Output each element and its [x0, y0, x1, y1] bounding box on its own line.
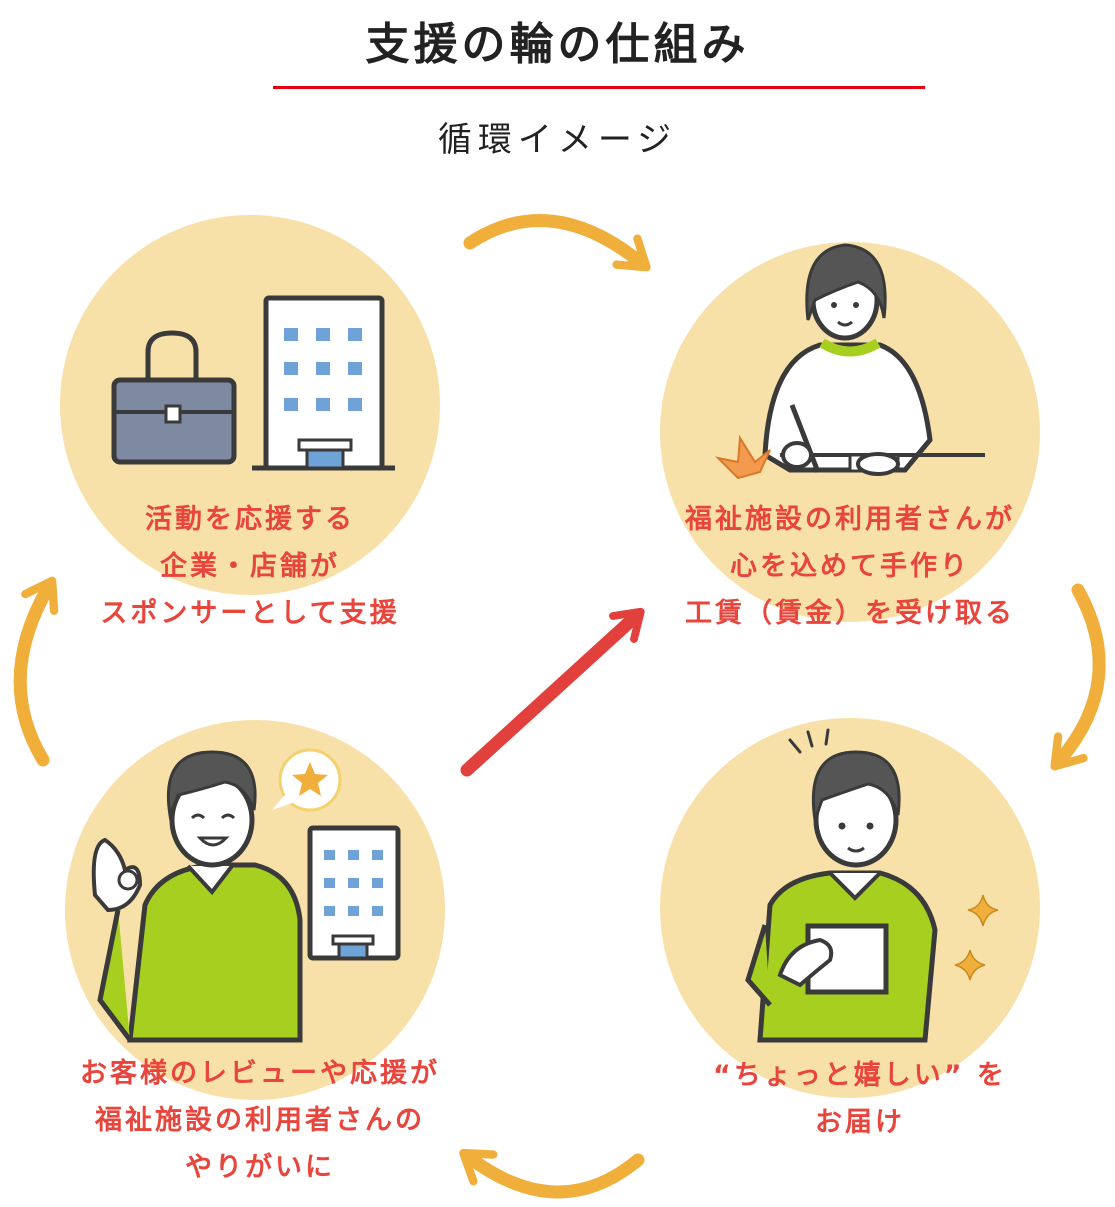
- man-ok-sign-icon: [91, 750, 303, 1043]
- page-subtitle: 循環イメージ: [437, 120, 678, 160]
- office-building-icon: [252, 295, 395, 471]
- star-speech-bubble-icon: [272, 748, 342, 812]
- page-title: 支援の輪の仕組み: [365, 19, 750, 70]
- caption-line: 心を込めて手作り: [730, 551, 970, 582]
- caption-customer: “ちょっと嬉しい” を お届け: [680, 1052, 1040, 1146]
- caption-sponsor: 活動を応援する 企業・店舗が スポンサーとして支援: [60, 496, 440, 637]
- caption-line: 活動を応援する: [145, 504, 355, 535]
- briefcase-icon: [111, 330, 237, 465]
- arrow-top: [463, 214, 651, 272]
- arrow-right: [1050, 583, 1106, 771]
- arrow-bottom: [459, 1148, 645, 1199]
- caption-line: 福祉施設の利用者さんの: [95, 1105, 425, 1136]
- caption-line: “ちょっと嬉しい” を: [713, 1060, 1007, 1091]
- man-holding-card-icon: [745, 728, 938, 1043]
- caption-line: 福祉施設の利用者さんが: [685, 504, 1015, 535]
- caption-line: 企業・店舗が: [160, 551, 340, 582]
- title-underline: [273, 86, 925, 89]
- caption-line: やりがいに: [185, 1152, 335, 1183]
- caption-line: スポンサーとして支援: [100, 598, 400, 629]
- caption-line: お届け: [815, 1107, 905, 1138]
- caption-review: お客様のレビューや応援が 福祉施設の利用者さんの やりがいに: [50, 1050, 470, 1191]
- caption-line: 工賃（賃金）を受け取る: [685, 598, 1015, 629]
- arrow-left: [13, 576, 59, 767]
- caption-worker: 福祉施設の利用者さんが 心を込めて手作り 工賃（賃金）を受け取る: [640, 496, 1060, 637]
- office-building-icon: [307, 825, 401, 961]
- caption-line: お客様のレビューや応援が: [80, 1058, 440, 1089]
- woman-writing-icon: [762, 243, 985, 476]
- arrow-diagonal-red: [460, 607, 645, 777]
- sparkle-icon: [954, 894, 999, 981]
- paper-crane-icon: [714, 434, 771, 480]
